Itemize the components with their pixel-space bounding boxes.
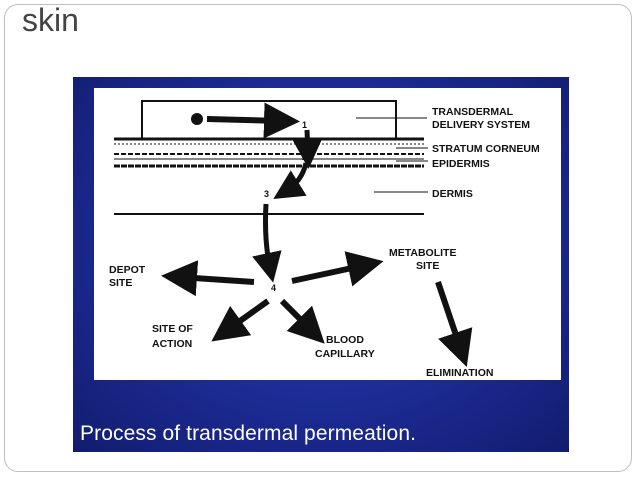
step-number-2: 2 bbox=[302, 152, 307, 162]
delivery-system-patch bbox=[141, 100, 397, 138]
label-blood-line1: BLOOD bbox=[326, 334, 364, 346]
diagram-canvas: 1 2 3 4 TRANSDERMAL DELIVERY SYSTEM STRA… bbox=[94, 88, 561, 380]
slide-title: skin bbox=[22, 2, 79, 38]
arrow-dermis-to-circulation bbox=[252, 203, 282, 283]
transdermal-diagram: 1 2 3 4 TRANSDERMAL DELIVERY SYSTEM STRA… bbox=[109, 100, 540, 379]
stratum-corneum-layer bbox=[114, 137, 424, 145]
arrow-to-blood bbox=[279, 298, 325, 344]
arrow-epidermis-to-dermis bbox=[273, 162, 309, 199]
drug-reservoir-dot bbox=[191, 113, 203, 125]
figure-caption: Process of transdermal permeation. bbox=[80, 422, 417, 445]
arrow-to-metabolite bbox=[291, 251, 384, 287]
label-tds-line2: DELIVERY SYSTEM bbox=[432, 119, 530, 131]
epidermis-layer bbox=[114, 153, 424, 168]
label-action-line2: ACTION bbox=[152, 338, 192, 350]
step-number-3: 3 bbox=[264, 189, 269, 199]
label-epidermis: EPIDERMIS bbox=[432, 158, 490, 170]
step-number-1: 1 bbox=[302, 120, 307, 130]
label-stratum-corneum: STRATUM CORNEUM bbox=[432, 143, 540, 155]
label-leaders bbox=[356, 117, 428, 193]
label-tds-line1: TRANSDERMAL bbox=[432, 106, 514, 118]
label-metabolite-line2: SITE bbox=[416, 260, 439, 272]
label-blood-line2: CAPILLARY bbox=[315, 348, 375, 360]
label-dermis: DERMIS bbox=[432, 188, 473, 200]
arrow-release bbox=[206, 102, 300, 139]
arrow-to-elimination bbox=[435, 281, 473, 368]
label-action-line1: SITE OF bbox=[152, 323, 193, 335]
arrow-stratum-penetration bbox=[292, 129, 323, 169]
label-depot-line2: SITE bbox=[109, 277, 132, 289]
arrow-to-action bbox=[211, 298, 270, 342]
label-elimination: ELIMINATION bbox=[426, 367, 493, 379]
arrow-to-depot bbox=[161, 260, 255, 297]
label-metabolite-line1: METABOLITE bbox=[389, 247, 456, 259]
label-depot-line1: DEPOT bbox=[109, 264, 146, 276]
step-number-4: 4 bbox=[271, 283, 276, 293]
